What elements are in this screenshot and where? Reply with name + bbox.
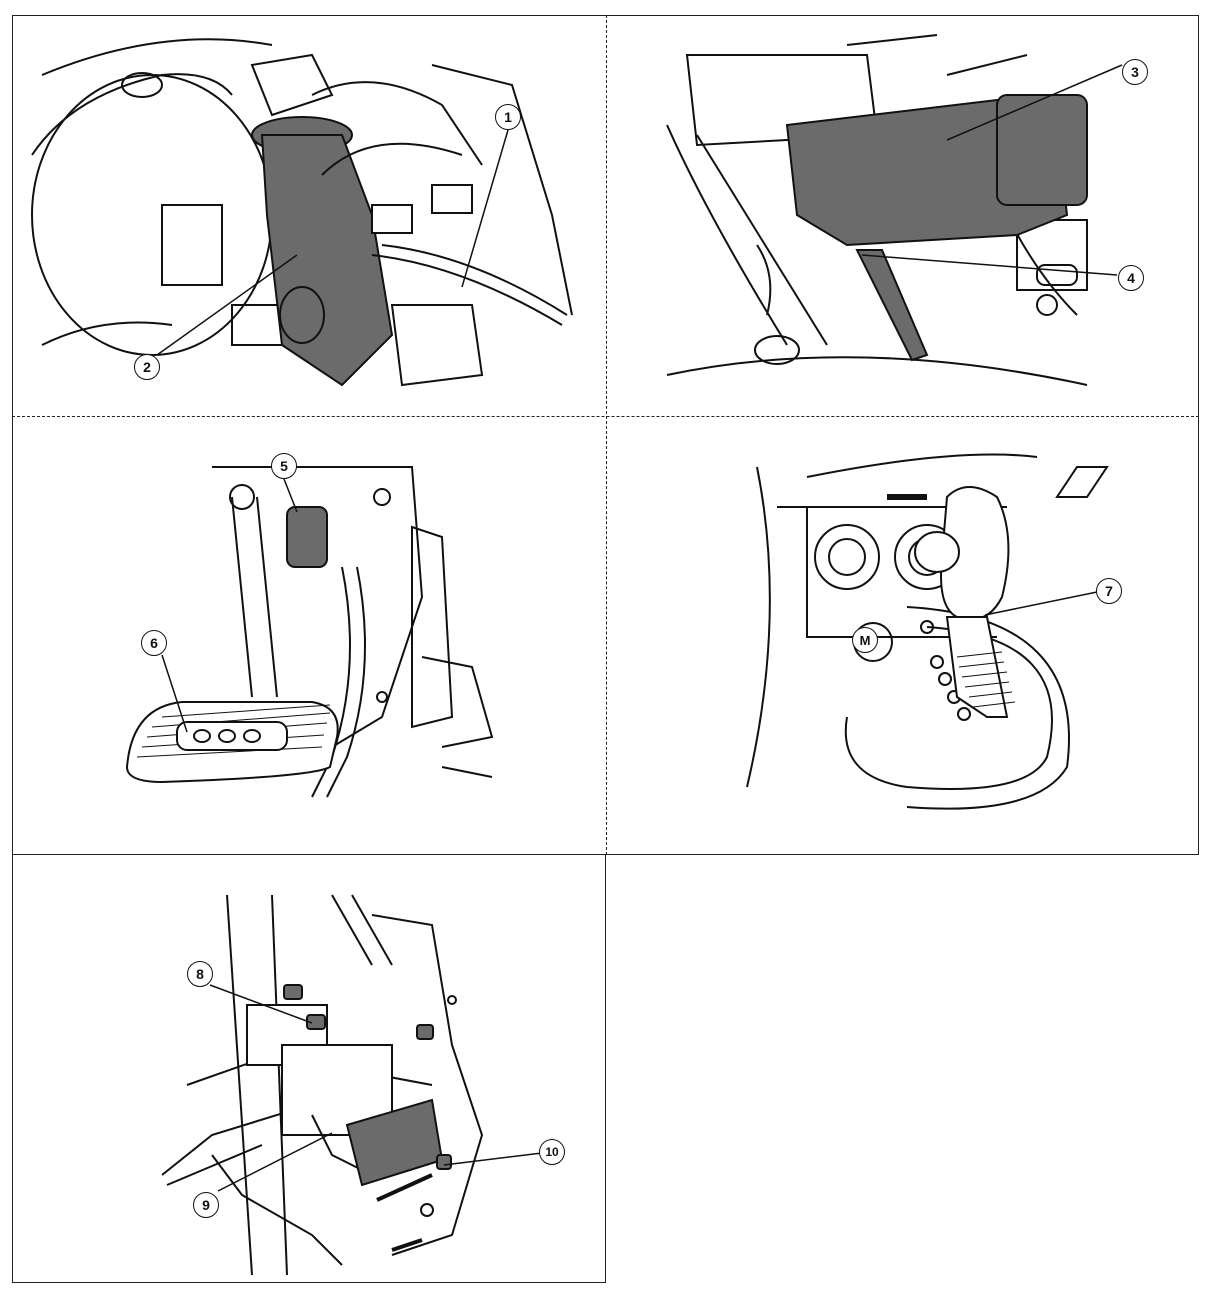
shift-gate-label-m: M <box>852 627 878 653</box>
callout-7: 7 <box>1096 578 1122 604</box>
panel-under-dash: 3 4 <box>607 15 1199 416</box>
brake-bracket-illustration <box>161 894 543 1276</box>
accelerator-pedal-illustration <box>125 466 494 798</box>
leader-line-7 <box>984 591 1098 616</box>
leader-line-10 <box>443 1152 543 1166</box>
leader-line-3 <box>946 64 1123 141</box>
under-dash-illustration <box>666 34 1123 386</box>
callout-1: 1 <box>495 104 521 130</box>
callout-9: 9 <box>193 1192 219 1218</box>
callout-6: 6 <box>141 630 167 656</box>
leader-line-6 <box>161 654 188 733</box>
shift-lever-illustration <box>746 453 1109 810</box>
callout-2: 2 <box>134 354 160 380</box>
callout-3: 3 <box>1122 59 1148 85</box>
callout-8: 8 <box>187 961 213 987</box>
diagram-frame-bottom <box>12 854 606 1283</box>
callout-4: 4 <box>1118 265 1144 291</box>
panel-divider-vertical <box>606 15 607 855</box>
panel-divider-horizontal <box>12 416 1199 417</box>
leader-line-8 <box>209 984 313 1024</box>
leader-line-9 <box>217 1132 333 1192</box>
leader-line-5 <box>283 478 298 513</box>
panel-brake-bracket: 8 9 10 <box>12 855 606 1283</box>
panel-steering-column: 1 2 <box>12 15 606 416</box>
panel-accelerator-pedal: 5 6 <box>12 417 606 854</box>
callout-10: 10 <box>539 1139 565 1165</box>
callout-5: 5 <box>271 453 297 479</box>
leader-line-4 <box>861 254 1118 276</box>
leader-line-2 <box>156 254 298 356</box>
panel-shift-lever: 7 M <box>607 417 1199 854</box>
leader-line-1 <box>461 129 509 288</box>
steering-column-illustration <box>31 38 573 387</box>
